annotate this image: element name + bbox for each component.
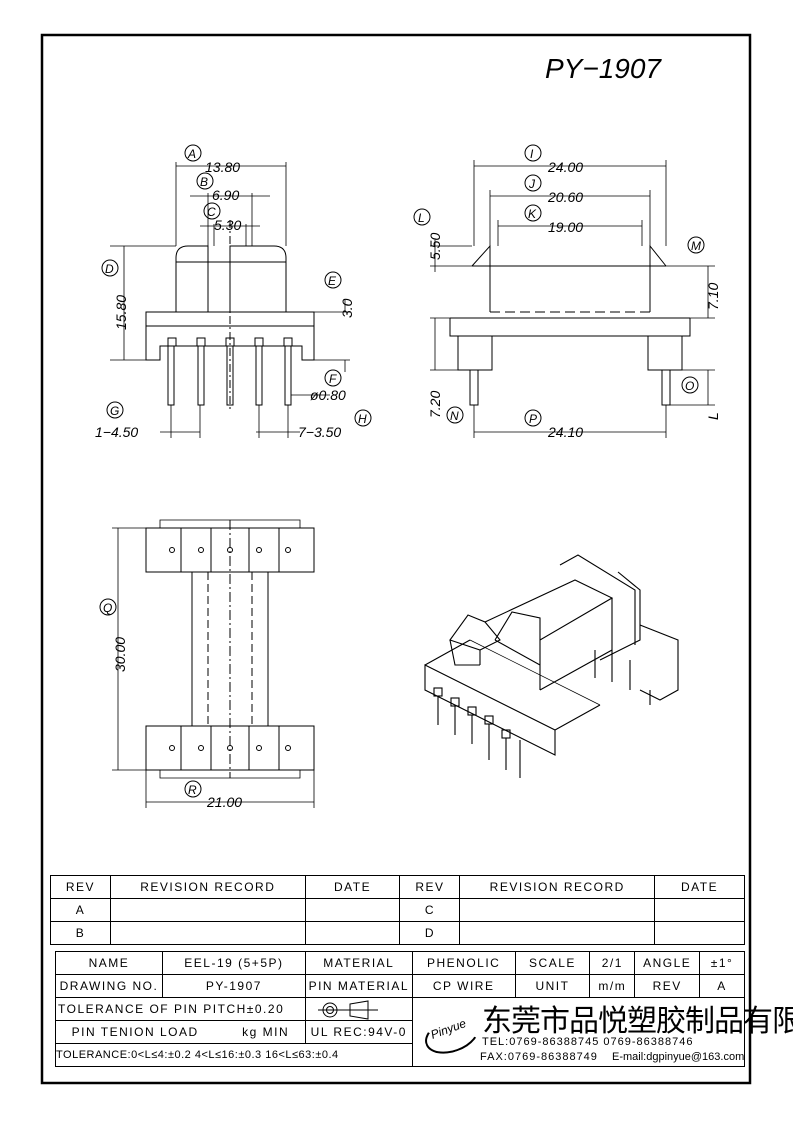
company-fax: FAX:0769-86388749 (480, 1051, 598, 1063)
part-name: EEL-19 (5+5P) (161, 951, 306, 975)
dimension-label: C (207, 205, 216, 219)
col-header: REV (399, 875, 461, 899)
col-header: DATE (304, 875, 401, 899)
side-view (430, 160, 715, 438)
drawing-title: PY−1907 (545, 53, 662, 84)
dimension-label: 19.00 (548, 219, 583, 235)
dimension-label: B (200, 175, 208, 189)
company-email: E-mail:dgpinyue@163.com (612, 1051, 745, 1063)
drawing-number: PY-1907 (161, 974, 306, 998)
dimension-label: O (685, 379, 694, 393)
dimension-label: 20.60 (547, 189, 583, 205)
dimension-label: L (418, 211, 425, 225)
company-tel: TEL:0769-86388745 0769-86388746 (482, 1036, 694, 1048)
front-view (110, 162, 350, 438)
sheet-border (40, 33, 752, 1085)
col-header: DATE (654, 875, 745, 899)
col-header: REV (50, 875, 111, 899)
dimension-label: 24.00 (547, 159, 583, 175)
dimension-label: 7.10 (705, 283, 721, 310)
dimension-label: 6.90 (212, 187, 239, 203)
dimension-label: L (705, 412, 721, 420)
dimension-label: 3.0 (339, 298, 355, 318)
dimension-label: 5.30 (214, 217, 241, 233)
dimension-label: R (188, 783, 197, 797)
dimension-label: Q (103, 601, 112, 615)
dimension-label: 24.10 (547, 424, 583, 440)
dimension-label: N (450, 409, 459, 423)
isometric-view (424, 554, 679, 778)
dimension-label: F (329, 372, 337, 386)
dimension-label: I (530, 147, 534, 161)
dimension-label: P (529, 412, 537, 426)
col-header: REVISION RECORD (459, 875, 656, 899)
top-view (112, 519, 315, 808)
col-header: REVISION RECORD (109, 875, 306, 899)
dimension-label: H (358, 412, 367, 426)
dimension-label: ø0.80 (310, 387, 346, 403)
datum-symbol-cell (304, 997, 413, 1021)
dimension-label: 21.00 (206, 794, 242, 810)
dimension-label: J (528, 177, 536, 191)
dimension-label: G (110, 404, 119, 418)
company-block: Pinyue 东莞市品悦塑胶制品有限公司 TEL:0769-86388745 0… (412, 998, 793, 1070)
dimension-label: M (691, 239, 701, 253)
dimension-label: 7.20 (427, 391, 443, 418)
dimension-label: 1−4.50 (95, 424, 138, 440)
dimension-label: 5.50 (427, 233, 443, 260)
dimension-label: A (187, 147, 196, 161)
dimension-label: K (528, 207, 537, 221)
company-name: 东莞市品悦塑胶制品有限公司 (482, 1004, 793, 1039)
dimension-label: 13.80 (205, 159, 240, 175)
dimension-label: D (105, 262, 114, 276)
dimension-label: 7−3.50 (298, 424, 341, 440)
dimension-label: 30.00 (112, 637, 128, 672)
dimension-label: 15.80 (113, 295, 129, 330)
dimension-label: E (328, 274, 337, 288)
